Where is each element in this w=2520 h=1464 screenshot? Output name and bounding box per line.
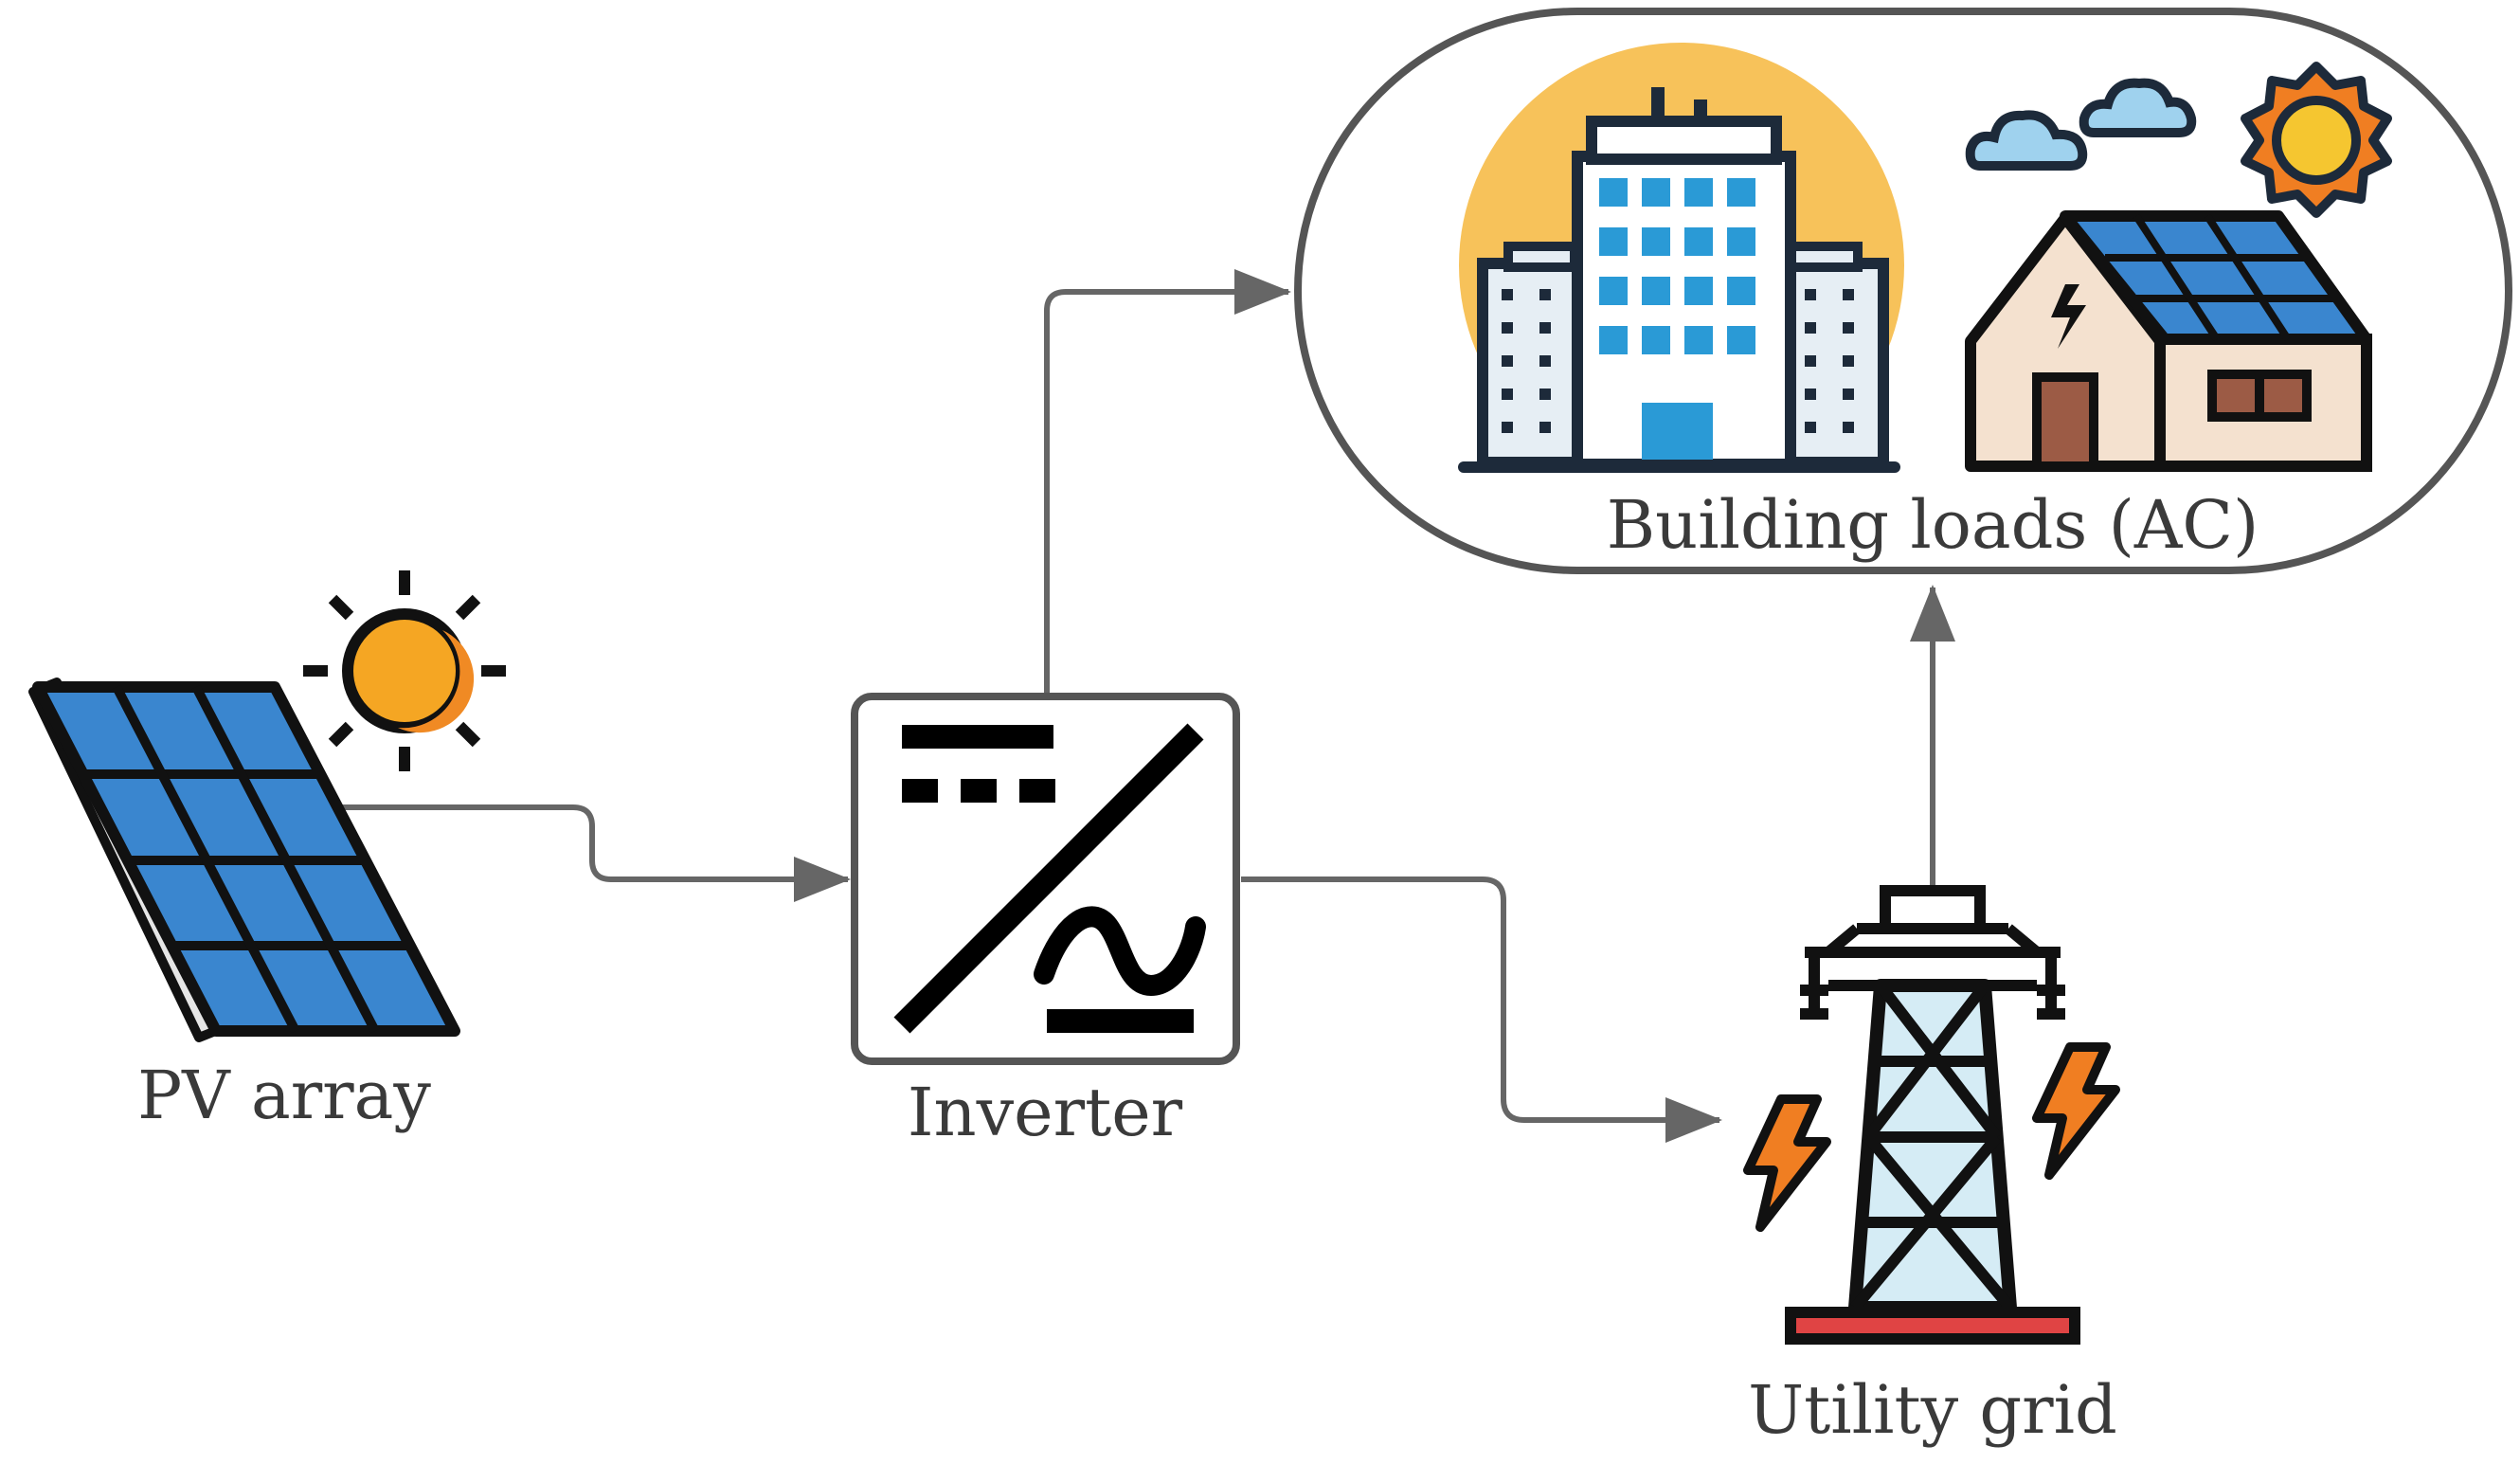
sun-icon [2241,62,2392,218]
solar-panel-icon [28,678,460,1042]
utility-grid-node: Utility grid [1743,885,2120,1449]
transmission-tower-icon [1785,885,2080,1345]
pv-array-node: PV array [28,570,506,1134]
cloud-icon [1965,78,2197,171]
building-loads-node: Building loads (AC) [1294,8,2512,574]
utility-grid-label: Utility grid [1748,1371,2117,1449]
dc-ac-inverter-icon [851,693,1240,1065]
connectors [327,269,1955,1143]
sun-icon [303,570,506,771]
pv-array-label: PV array [137,1057,431,1134]
edge-inverter-to-building [1044,269,1291,696]
office-building-icon [1458,43,1904,473]
inverter-node: Inverter [851,693,1240,1151]
edge-inverter-to-grid [1241,877,1722,1143]
edge-pv-to-inverter [327,804,851,902]
solar-house-icon [1965,62,2392,472]
inverter-label: Inverter [908,1074,1183,1151]
building-loads-label: Building loads (AC) [1607,486,2259,564]
lightning-icon [1743,1042,2120,1232]
